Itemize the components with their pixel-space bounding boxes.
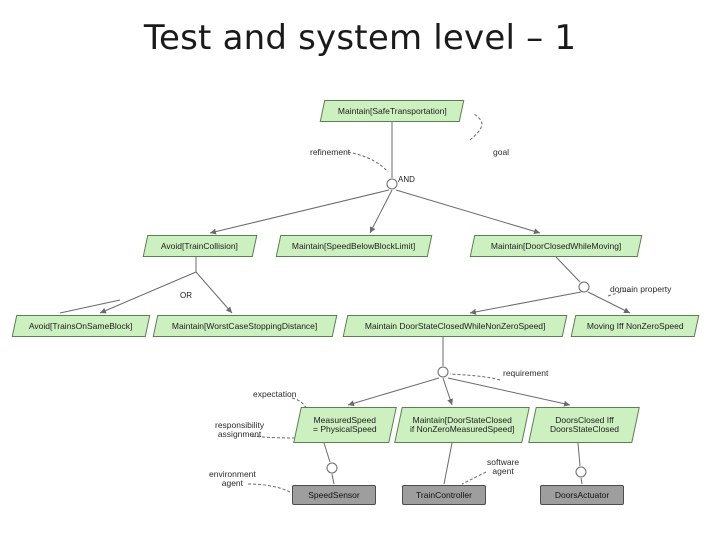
node-label: Maintain[DoorStateClosed if NonZeroMeasu… <box>409 415 515 434</box>
node-label: Avoid[TrainsOnSameBlock] <box>29 320 133 331</box>
annotation-and: AND <box>398 175 415 184</box>
node-agent-doors-actuator[interactable]: DoorsActuator <box>540 485 624 505</box>
node-label: SpeedSensor <box>308 489 360 500</box>
annotation-environment-agent: environment agent <box>209 469 256 489</box>
node-label: Maintain[SafeTransportation] <box>337 105 447 116</box>
annotation-software-agent: software agent <box>487 457 520 477</box>
node-maintain-door-closed-while-moving[interactable]: Maintain[DoorClosedWhileMoving] <box>469 235 643 257</box>
node-label: Maintain[SpeedBelowBlockLimit] <box>292 240 416 251</box>
annotation-expectation: expectation <box>253 389 297 399</box>
node-label: TrainController <box>416 489 472 500</box>
node-label: Maintain[DoorClosedWhileMoving] <box>490 240 622 251</box>
node-avoid-train-collision[interactable]: Avoid[TrainCollision] <box>142 235 258 257</box>
node-maintain-doorstate-closed-if-nonzero-measured-speed[interactable]: Maintain[DoorStateClosed if NonZeroMeasu… <box>394 407 530 443</box>
annotation-domain-property: domain property <box>610 284 672 294</box>
node-label: Maintain DoorStateClosedWhileNonZeroSpee… <box>364 320 546 331</box>
node-maintain-doorstate-closed-while-nonzero-speed[interactable]: Maintain DoorStateClosedWhileNonZeroSpee… <box>342 315 568 337</box>
node-doors-closed-iff-doorsstate-closed[interactable]: DoorsClosed Iff DoorsStateClosed <box>528 407 640 443</box>
node-maintain-safe-transportation[interactable]: Maintain[SafeTransportation] <box>319 100 465 122</box>
node-maintain-speed-below-block-limit[interactable]: Maintain[SpeedBelowBlockLimit] <box>275 235 433 257</box>
node-label: Moving Iff NonZeroSpeed <box>586 320 684 331</box>
annotation-goal: goal <box>493 147 510 157</box>
node-agent-train-controller[interactable]: TrainController <box>402 485 486 505</box>
node-avoid-trains-on-same-block[interactable]: Avoid[TrainsOnSameBlock] <box>11 315 151 337</box>
node-moving-iff-nonzero-speed[interactable]: Moving Iff NonZeroSpeed <box>570 315 700 337</box>
annotation-responsibility-assignment: responsibility assignment <box>215 420 265 440</box>
annotation-or: OR <box>180 291 192 300</box>
node-label: DoorsActuator <box>554 489 610 500</box>
node-label: DoorsClosed Iff DoorsStateClosed <box>549 415 619 434</box>
node-maintain-worst-case-stopping-distance[interactable]: Maintain[WorstCaseStoppingDistance] <box>152 315 338 337</box>
annotation-requirement: requirement <box>503 368 549 378</box>
slide-title: Test and system level – 1 <box>143 18 577 58</box>
node-label: Maintain[WorstCaseStoppingDistance] <box>172 320 318 331</box>
node-agent-speed-sensor[interactable]: SpeedSensor <box>292 485 376 505</box>
annotation-refinement: refinement <box>310 147 351 157</box>
node-label: MeasuredSpeed = PhysicalSpeed <box>313 415 377 434</box>
node-measured-speed-equals-physical-speed[interactable]: MeasuredSpeed = PhysicalSpeed <box>293 407 397 443</box>
node-label: Avoid[TrainCollision] <box>161 240 239 251</box>
